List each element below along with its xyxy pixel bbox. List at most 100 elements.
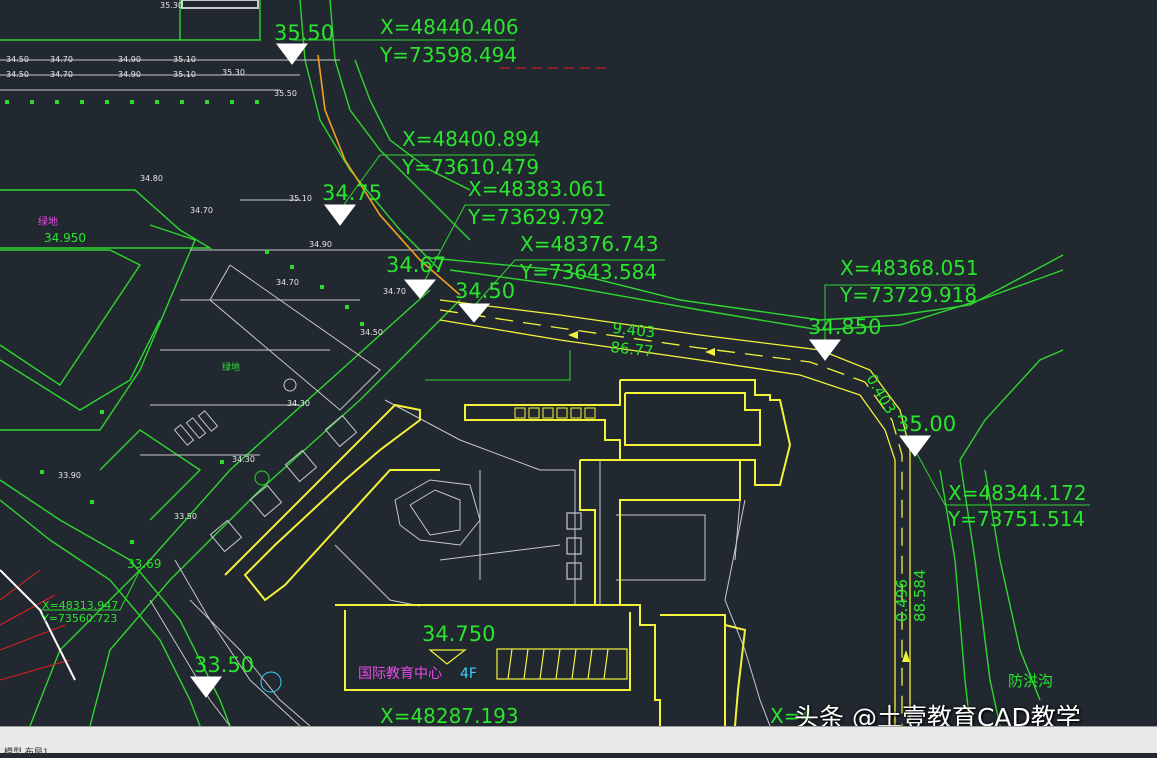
building-south-inner <box>344 610 631 691</box>
elevation-marker <box>457 303 491 323</box>
coord-x-small: X=48313.947 <box>42 599 118 612</box>
leader-c7 <box>40 569 141 611</box>
svg-text:34.30: 34.30 <box>232 455 255 464</box>
status-bar: 模型 布局1 <box>0 726 1157 758</box>
coord-y: Y=73729.918 <box>839 283 977 307</box>
flow-arrow <box>568 331 578 339</box>
flow-arrow <box>705 348 715 356</box>
yellow-road-center <box>439 309 903 726</box>
north-symbol <box>260 671 282 693</box>
elevation-marker <box>899 435 931 457</box>
step-box <box>566 512 582 530</box>
slope-label: 86.77 <box>610 338 655 360</box>
white-inner-4 <box>409 489 461 536</box>
leader-c5 <box>824 284 975 340</box>
window <box>542 407 554 419</box>
green-lot-poly-bottom <box>99 429 202 521</box>
building-north-inner <box>624 392 761 446</box>
window <box>528 407 540 419</box>
building-west <box>224 403 440 602</box>
magenta-lot-label: 绿地 <box>38 215 58 228</box>
green-boundary-right-upper <box>429 254 1064 321</box>
coord-y-small: Y=73560.723 <box>41 612 117 625</box>
parking-stall <box>249 484 283 518</box>
parking-stall <box>173 424 195 446</box>
white-lower-road-c <box>149 599 231 727</box>
green-lot-label: 绿地 <box>222 361 240 373</box>
red-hatch <box>0 659 71 681</box>
coord-x: X=48400.894 <box>402 127 541 151</box>
white-right-vert <box>724 499 771 727</box>
coord-y: Y=73629.792 <box>467 205 605 229</box>
white-building-left-2 <box>334 544 421 607</box>
coord-y: Y=73610.479 <box>401 155 539 179</box>
svg-text:35.50: 35.50 <box>274 89 297 98</box>
elevation-label: 35.00 <box>896 412 956 436</box>
parking-stall <box>197 410 219 432</box>
green-top-edge <box>0 0 261 41</box>
leader-c2 <box>339 154 535 211</box>
green-lower-road <box>0 479 231 727</box>
svg-text:34.70: 34.70 <box>50 70 73 79</box>
red-hatch <box>0 569 41 601</box>
flow-arrow <box>902 650 910 662</box>
green-lot-left-large <box>0 249 142 386</box>
svg-text:34.90: 34.90 <box>118 55 141 64</box>
svg-text:34.90: 34.90 <box>309 240 332 249</box>
coord-y: Y=73643.584 <box>519 260 657 284</box>
elevation-label: 33.50 <box>194 653 254 677</box>
tree-symbol <box>254 470 270 486</box>
window <box>556 407 568 419</box>
coord-x: X=48440.406 <box>380 15 519 39</box>
svg-text:35.10: 35.10 <box>173 55 196 64</box>
slope-label: 9.403 <box>612 319 657 341</box>
building-main <box>579 459 741 606</box>
site-plan-drawing: X=48440.406 Y=73598.494 X=48400.894 Y=73… <box>0 0 1090 728</box>
slope-label: 88.584 <box>911 570 929 623</box>
coord-x: X=48344.172 <box>948 481 1087 505</box>
window <box>584 407 596 419</box>
coord-x: X=48376.743 <box>520 232 659 256</box>
green-lot-diag <box>0 319 161 411</box>
coord-y: Y=73598.494 <box>379 43 517 67</box>
parking-stall <box>185 417 207 439</box>
building-south-3 <box>724 624 747 727</box>
window <box>514 407 526 419</box>
coord-x: X=48287.193 <box>380 704 519 726</box>
flood-channel-label: 防洪沟 <box>1008 672 1053 690</box>
svg-text:34.50: 34.50 <box>360 328 383 337</box>
svg-text:33.50: 33.50 <box>174 512 197 521</box>
center-name-label: 国际教育中心 <box>358 666 442 682</box>
green-road-curve-top-a <box>299 0 441 271</box>
svg-text:34.30: 34.30 <box>287 399 310 408</box>
svg-text:34.70: 34.70 <box>383 287 406 296</box>
elevation-label: 34.850 <box>808 315 881 339</box>
parking-stall <box>209 519 243 553</box>
white-lower-road-b <box>189 599 311 727</box>
green-diagonal-road-a <box>29 289 431 727</box>
green-diagonal-road-b <box>89 299 461 727</box>
svg-text:35.30: 35.30 <box>160 1 183 10</box>
elevation-marker <box>276 43 308 65</box>
green-lower-road-2 <box>0 499 201 727</box>
leader-c4 <box>474 259 665 306</box>
coord-x: X=48368.051 <box>840 256 979 280</box>
gray-box-top <box>181 0 259 9</box>
svg-text:34.50: 34.50 <box>6 55 29 64</box>
elevation-marker <box>809 339 841 361</box>
cad-drawing-viewport[interactable]: X=48440.406 Y=73598.494 X=48400.894 Y=73… <box>0 0 1157 728</box>
white-inner-2 <box>616 514 706 581</box>
elevation-marker <box>403 279 437 299</box>
parking-stall <box>324 414 358 448</box>
svg-text:35.30: 35.30 <box>222 68 245 77</box>
building-north-wing <box>464 379 792 486</box>
elevation-marker-yellow <box>428 649 467 665</box>
elevation-label: 35.50 <box>274 21 334 45</box>
elevation-label: 34.75 <box>322 181 382 205</box>
svg-text:34.80: 34.80 <box>140 174 163 183</box>
leader-mid <box>425 350 571 381</box>
white-lower-road-a <box>174 559 301 727</box>
elevation-marker <box>190 676 222 698</box>
step-box <box>566 562 582 580</box>
red-hatch <box>0 624 66 651</box>
